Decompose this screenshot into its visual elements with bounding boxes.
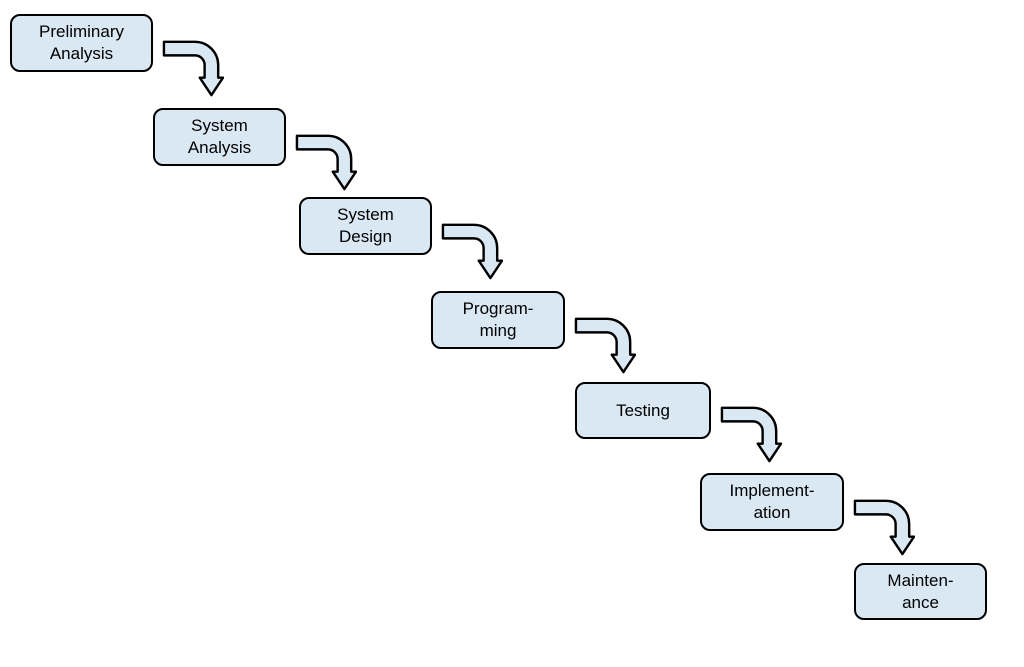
- step-label-line: Program-: [462, 299, 534, 318]
- step-box-maintenance: Mainten- ance: [854, 563, 987, 620]
- step-label-line: System: [191, 116, 248, 135]
- step-box-preliminary-analysis: Preliminary Analysis: [10, 14, 153, 72]
- step-label-line: ation: [753, 503, 791, 522]
- bent-arrow-icon-4: [574, 317, 636, 374]
- step-label-line: Analysis: [187, 138, 252, 157]
- step-box-system-design: System Design: [299, 197, 432, 255]
- step-box-programming: Program- ming: [431, 291, 565, 349]
- step-label-line: System: [337, 205, 394, 224]
- bent-arrow-icon-3: [441, 223, 503, 280]
- step-label-line: Design: [339, 227, 392, 246]
- bent-arrow-icon-2: [295, 134, 357, 191]
- step-label-line: Preliminary: [38, 22, 125, 41]
- step-box-system-analysis: System Analysis: [153, 108, 286, 166]
- step-label-line: Analysis: [49, 44, 114, 63]
- bent-arrow-icon-1: [162, 40, 224, 97]
- bent-arrow-icon-5: [720, 406, 782, 463]
- step-label-line: ance: [902, 592, 939, 612]
- step-box-implementation: Implement- ation: [700, 473, 844, 531]
- step-label-line: Implement-: [729, 481, 815, 500]
- step-label-line: Testing: [616, 400, 670, 420]
- bent-arrow-icon-6: [853, 499, 915, 556]
- step-box-testing: Testing: [575, 382, 711, 439]
- step-label-line: Mainten-: [887, 570, 954, 590]
- step-label-line: ming: [479, 321, 517, 340]
